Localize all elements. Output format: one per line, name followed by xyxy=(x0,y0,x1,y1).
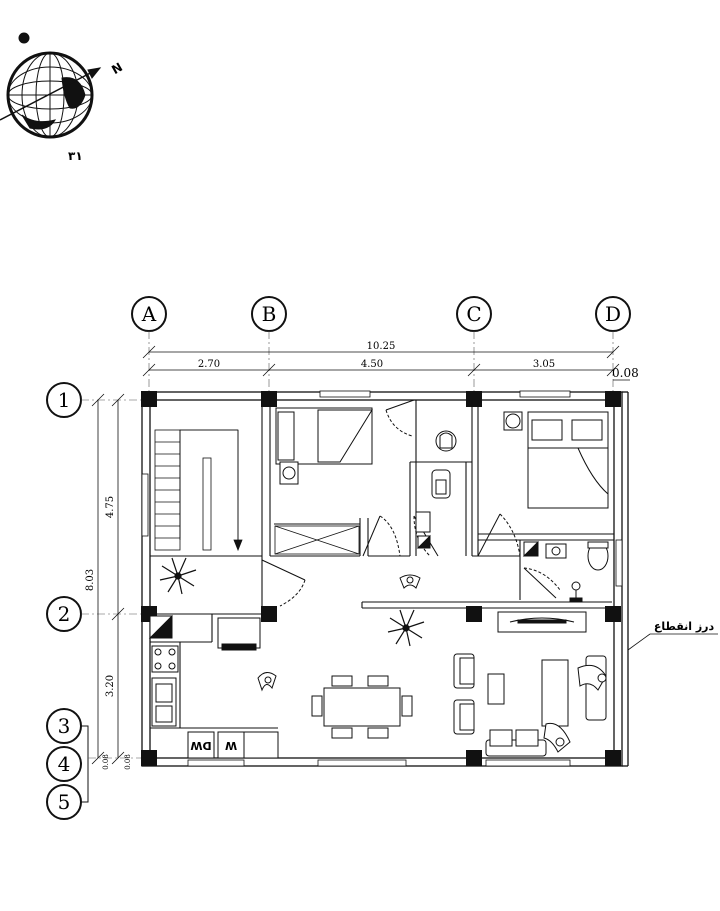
structural-columns xyxy=(141,391,621,766)
dim-total-height: 8.03 xyxy=(85,569,96,591)
closet xyxy=(274,525,360,555)
grid-label-b: B xyxy=(262,302,277,326)
joint-leader xyxy=(627,633,718,651)
toilet-icon xyxy=(431,430,457,499)
dim-span-12: 4.75 xyxy=(105,496,116,518)
expansion-joint-label: درز انقطاع xyxy=(654,620,715,633)
grid-label-2: 2 xyxy=(58,602,71,626)
compass-marker-label: ۳۱ xyxy=(68,149,83,163)
dim-total-width: 10.25 xyxy=(367,341,396,352)
bed-double xyxy=(503,411,609,509)
dim-span-bc: 4.50 xyxy=(361,359,383,370)
dim-span-45: 0.08 xyxy=(124,754,132,770)
washer-label: W xyxy=(225,739,237,752)
dim-span-ab: 2.70 xyxy=(198,359,220,370)
tv-console xyxy=(497,611,587,633)
row-bracket xyxy=(81,725,89,803)
grid-label-4: 4 xyxy=(58,752,71,776)
bathroom-right xyxy=(522,540,609,603)
staircase xyxy=(154,429,243,552)
windows xyxy=(141,390,623,767)
dishwasher-label: DW xyxy=(190,739,211,752)
dim-span-24: 3.20 xyxy=(105,675,116,697)
plant-icon xyxy=(159,557,425,647)
grid-label-a: A xyxy=(141,302,157,326)
grid-label-d: D xyxy=(605,302,621,326)
grid-label-5: 5 xyxy=(58,790,71,814)
grid-label-1: 1 xyxy=(58,388,71,412)
seated-person-icon xyxy=(543,664,607,753)
kitchen-counter xyxy=(148,614,261,727)
bed-single xyxy=(275,407,373,485)
dim-offset-right: 0.08 xyxy=(612,366,639,380)
person-figure-icon xyxy=(257,574,421,692)
appliances xyxy=(187,731,279,759)
grid-bubble-4 xyxy=(46,746,82,782)
dim-span-cd: 3.05 xyxy=(533,359,555,370)
compass-north-label: N xyxy=(109,60,125,77)
sink-icon xyxy=(415,511,431,549)
grid-label-3: 3 xyxy=(58,714,71,738)
dining-table xyxy=(311,675,413,739)
compass-globe-icon xyxy=(0,32,102,139)
dim-span-34: 0.08 xyxy=(102,754,110,770)
grid-label-c: C xyxy=(466,302,481,326)
